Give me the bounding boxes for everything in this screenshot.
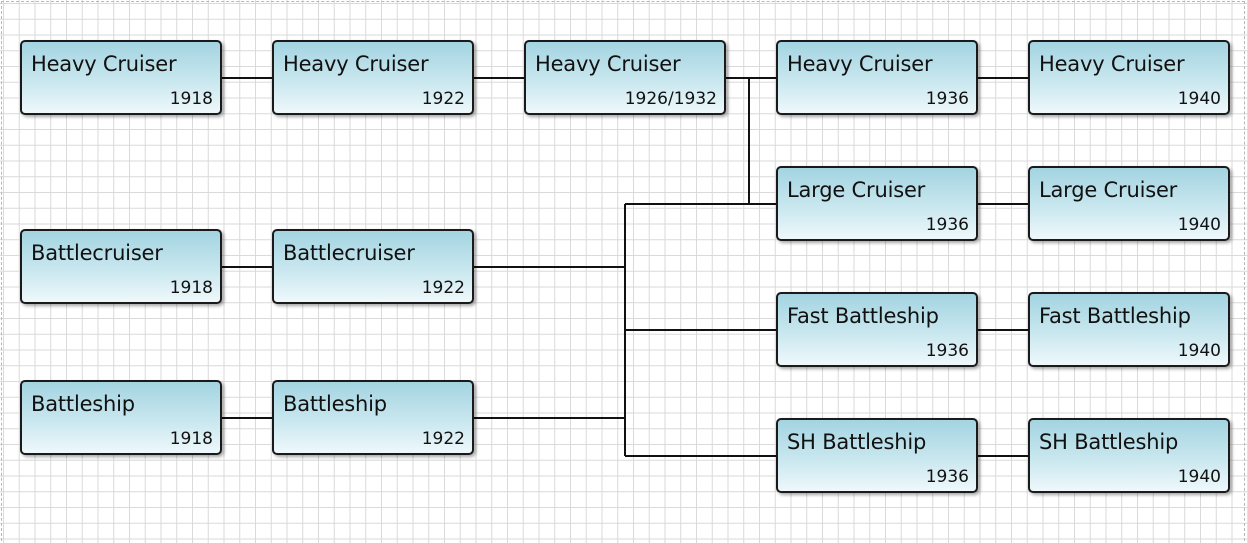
node-heavy-cruiser-1918[interactable]: Heavy Cruiser 1918 [20, 40, 222, 115]
node-year: 1936 [925, 89, 969, 109]
node-name: Heavy Cruiser [787, 52, 933, 76]
node-name: Battlecruiser [283, 241, 415, 265]
node-battlecruiser-1918[interactable]: Battlecruiser 1918 [20, 229, 222, 304]
node-large-cruiser-1936[interactable]: Large Cruiser 1936 [776, 166, 978, 241]
node-year: 1918 [169, 89, 213, 109]
node-battleship-1922[interactable]: Battleship 1922 [272, 380, 474, 455]
node-year: 1940 [1177, 89, 1221, 109]
node-year: 1922 [421, 429, 465, 449]
node-year: 1918 [169, 278, 213, 298]
node-name: Battleship [283, 392, 387, 416]
node-heavy-cruiser-1922[interactable]: Heavy Cruiser 1922 [272, 40, 474, 115]
node-year: 1918 [169, 429, 213, 449]
node-sh-battleship-1940[interactable]: SH Battleship 1940 [1028, 418, 1230, 493]
node-name: Heavy Cruiser [1039, 52, 1185, 76]
node-name: Heavy Cruiser [283, 52, 429, 76]
node-name: Fast Battleship [787, 304, 939, 328]
node-year: 1922 [421, 278, 465, 298]
node-year: 1922 [421, 89, 465, 109]
node-heavy-cruiser-1936[interactable]: Heavy Cruiser 1936 [776, 40, 978, 115]
node-name: Fast Battleship [1039, 304, 1191, 328]
node-name: Battlecruiser [31, 241, 163, 265]
node-name: SH Battleship [787, 430, 927, 454]
node-large-cruiser-1940[interactable]: Large Cruiser 1940 [1028, 166, 1230, 241]
node-name: Large Cruiser [787, 178, 926, 202]
node-fast-battleship-1940[interactable]: Fast Battleship 1940 [1028, 292, 1230, 367]
node-sh-battleship-1936[interactable]: SH Battleship 1936 [776, 418, 978, 493]
node-fast-battleship-1936[interactable]: Fast Battleship 1936 [776, 292, 978, 367]
node-year: 1936 [925, 215, 969, 235]
node-battleship-1918[interactable]: Battleship 1918 [20, 380, 222, 455]
node-name: Battleship [31, 392, 135, 416]
node-year: 1940 [1177, 467, 1221, 487]
node-year: 1926/1932 [624, 89, 717, 109]
node-name: Heavy Cruiser [31, 52, 177, 76]
node-battlecruiser-1922[interactable]: Battlecruiser 1922 [272, 229, 474, 304]
node-year: 1936 [925, 467, 969, 487]
node-name: Heavy Cruiser [535, 52, 681, 76]
node-name: SH Battleship [1039, 430, 1179, 454]
node-year: 1940 [1177, 341, 1221, 361]
node-year: 1940 [1177, 215, 1221, 235]
node-name: Large Cruiser [1039, 178, 1178, 202]
node-heavy-cruiser-1940[interactable]: Heavy Cruiser 1940 [1028, 40, 1230, 115]
node-heavy-cruiser-1926-1932[interactable]: Heavy Cruiser 1926/1932 [524, 40, 726, 115]
node-year: 1936 [925, 341, 969, 361]
